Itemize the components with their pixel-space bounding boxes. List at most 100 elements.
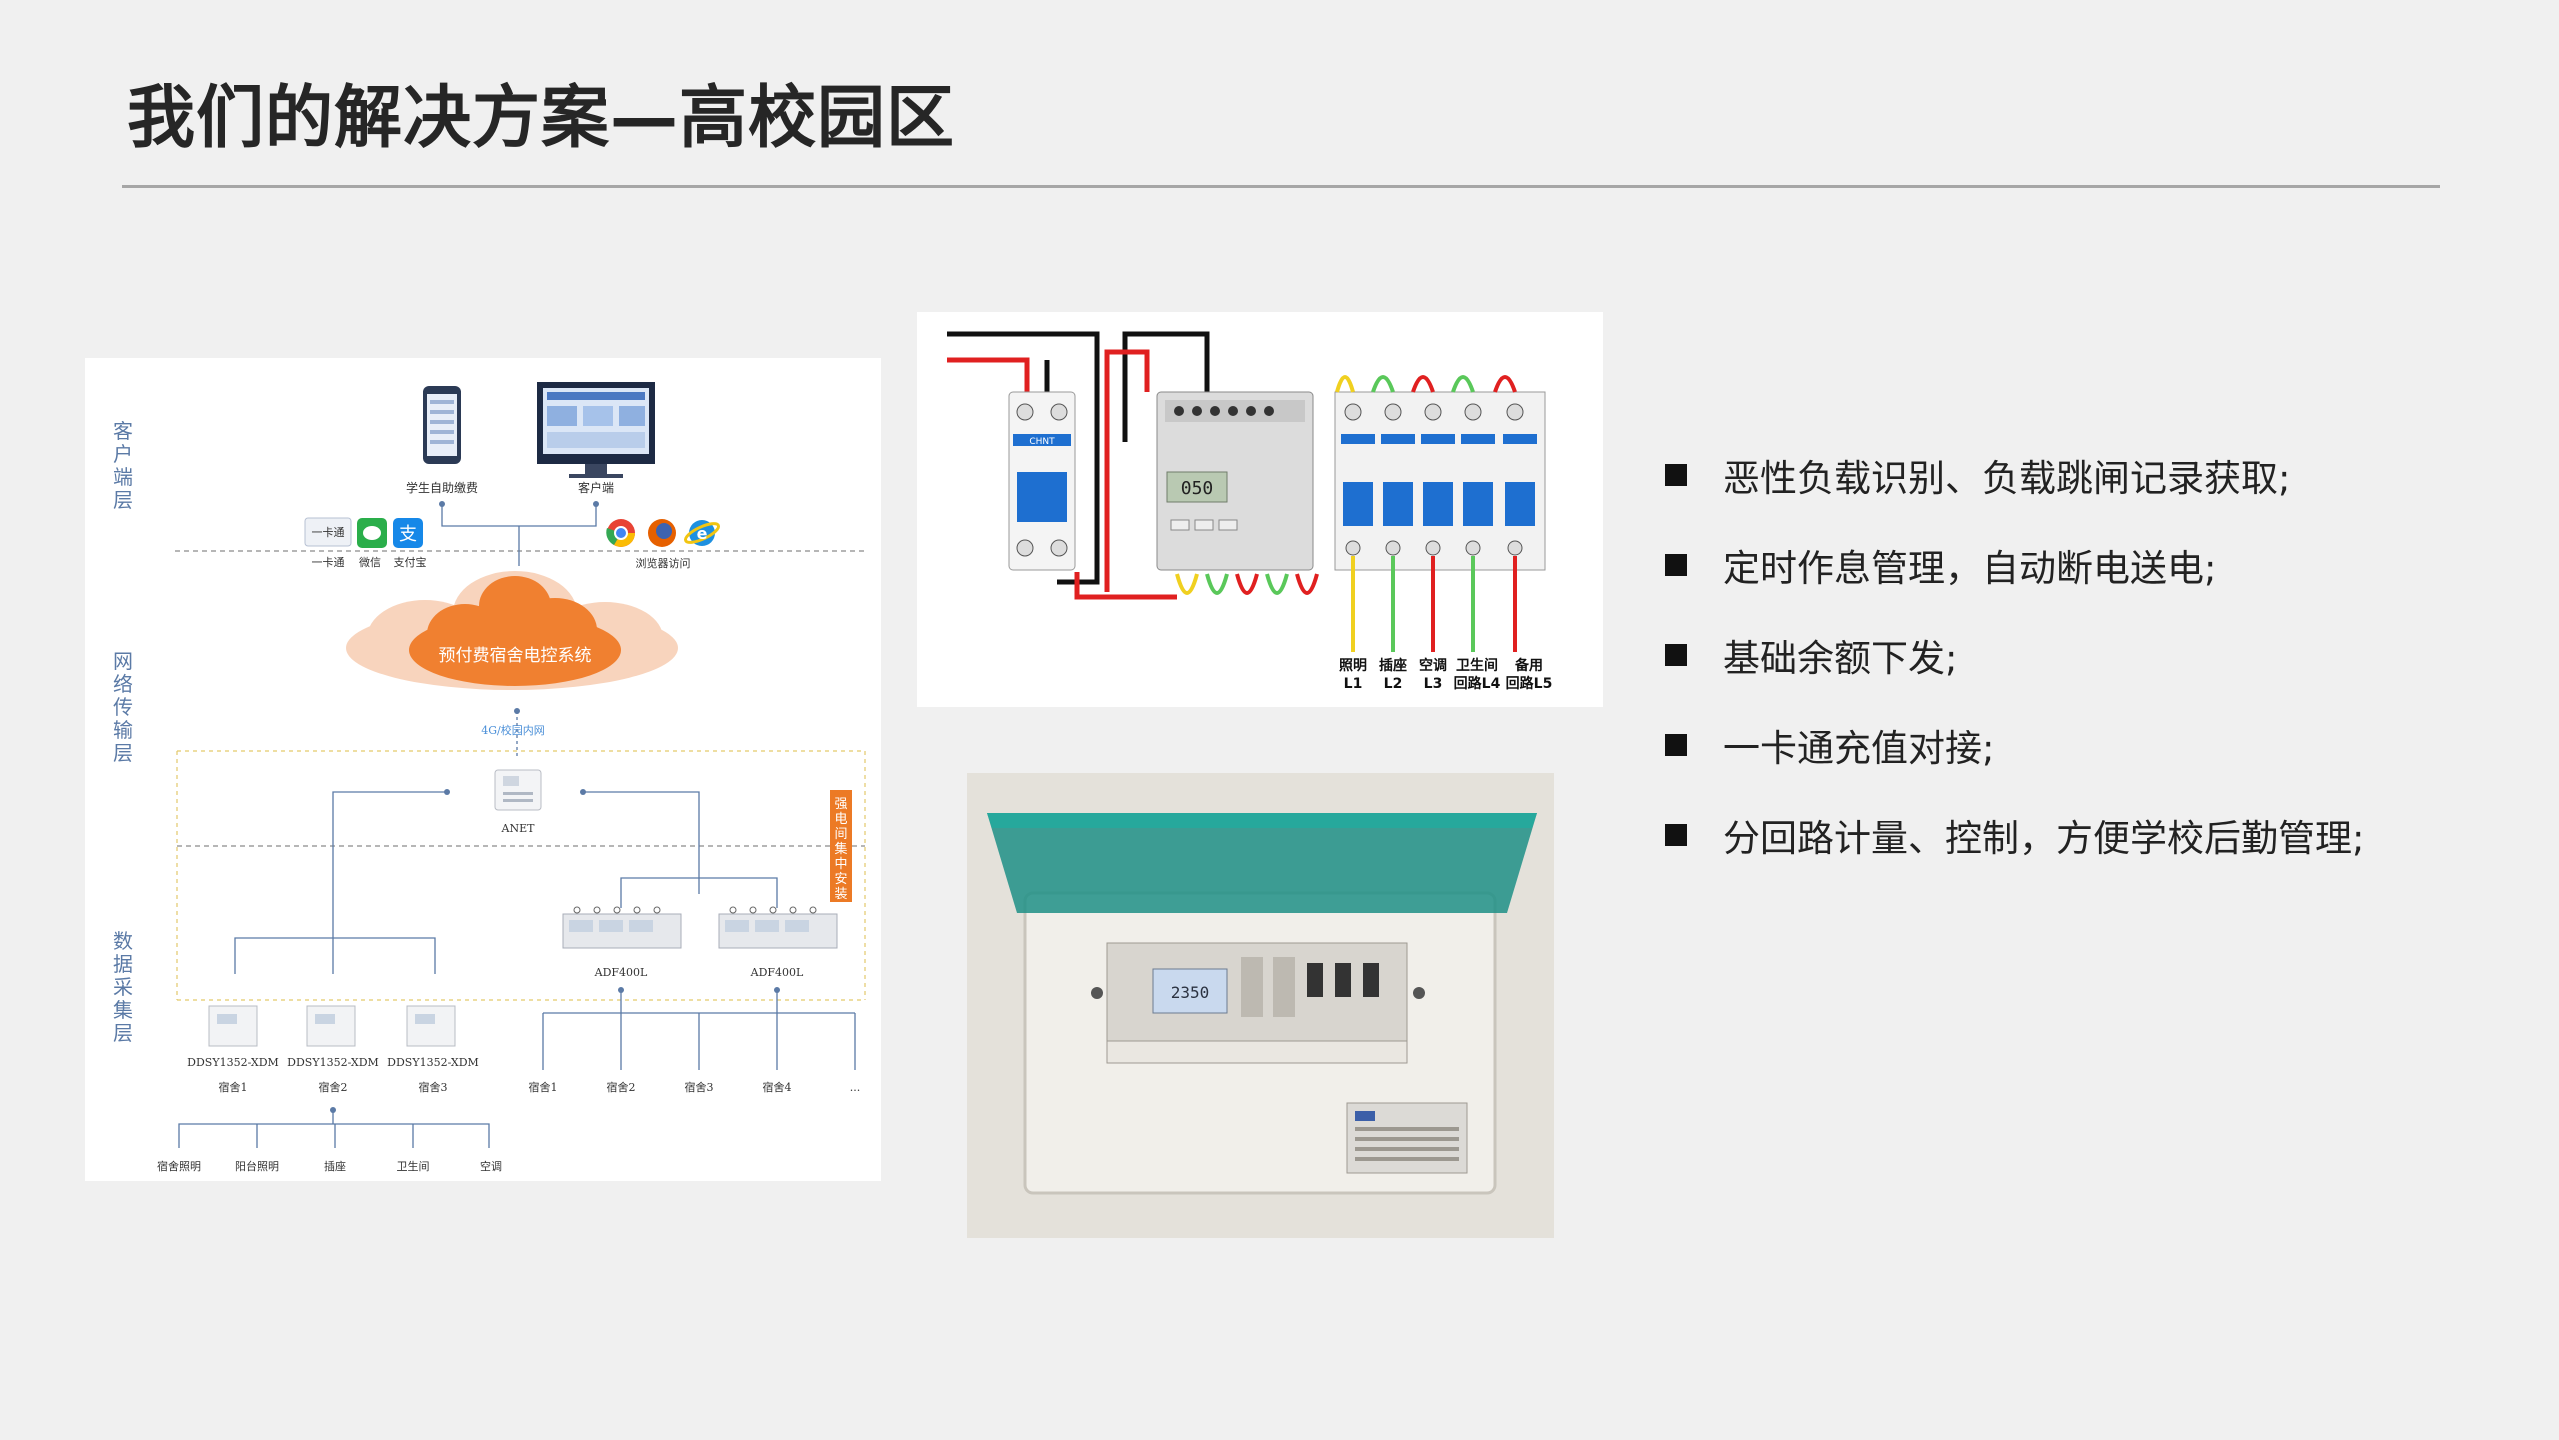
meter-display: 050 <box>1181 478 1214 499</box>
circuit-label-4: 卫生间 <box>397 1159 430 1173</box>
adf-label-1: ADF400L <box>594 966 648 979</box>
dorm-right-more: ... <box>850 1081 861 1094</box>
wiring-illustration: CHNT 050 <box>917 312 1603 707</box>
side-note: 强 电 间 集 中 安 装 <box>830 790 852 902</box>
dorm-right-2: 宿舍2 <box>607 1080 636 1094</box>
dorm-left-2: 宿舍2 <box>319 1080 348 1094</box>
cloud-label: 预付费宿舍电控系统 <box>439 646 592 666</box>
svg-text:传: 传 <box>113 695 133 719</box>
dorm-right-4: 宿舍4 <box>763 1080 792 1094</box>
desktop-label: 客户端 <box>578 480 614 495</box>
wechat-label: 微信 <box>359 555 381 569</box>
circuit-tag-5-name: 备用 <box>1514 657 1543 674</box>
circuit-label-5: 空调 <box>480 1159 502 1173</box>
square-bullet-icon <box>1665 464 1687 486</box>
svg-text:网: 网 <box>113 649 133 673</box>
square-bullet-icon <box>1665 554 1687 576</box>
svg-text:层: 层 <box>113 1021 133 1045</box>
feature-text: 基础余额下发; <box>1723 637 1958 680</box>
svg-text:络: 络 <box>113 672 133 696</box>
phone-icon <box>423 386 461 464</box>
card-label: 一卡通 <box>312 556 345 569</box>
feature-item: 基础余额下发; <box>1665 610 2545 700</box>
wechat-icon <box>357 518 387 548</box>
svg-text:间: 间 <box>834 827 847 842</box>
dorm-right-3: 宿舍3 <box>685 1080 714 1094</box>
browser-label: 浏览器访问 <box>636 556 691 570</box>
feature-text: 分回路计量、控制，方便学校后勤管理; <box>1723 817 2365 860</box>
architecture-diagram: 客 户 端 层 网 络 传 输 层 数 据 采 集 层 <box>85 358 881 1181</box>
svg-text:中: 中 <box>834 857 847 872</box>
dorm-left-1: 宿舍1 <box>219 1080 248 1094</box>
circuit-tag-2-code: L2 <box>1384 676 1403 692</box>
circuit-tag-4-code: 回路L4 <box>1454 675 1501 692</box>
mobile-label: 学生自助缴费 <box>406 480 478 495</box>
square-bullet-icon <box>1665 734 1687 756</box>
ddsy-label-2: DDSY1352-XDM <box>287 1056 379 1069</box>
layer-label-client: 客 户 端 层 <box>113 419 133 512</box>
main-breaker: CHNT <box>1008 391 1076 571</box>
ddsy-label-1: DDSY1352-XDM <box>187 1056 279 1069</box>
chrome-icon <box>606 519 635 547</box>
ddsy-meter-3 <box>406 1005 456 1047</box>
circuit-tag-3-name: 空调 <box>1419 657 1447 674</box>
svg-text:强: 强 <box>834 797 847 812</box>
svg-text:安: 安 <box>834 872 847 887</box>
feature-item: 恶性负载识别、负载跳闸记录获取; <box>1665 430 2545 520</box>
circuit-label-3: 插座 <box>324 1159 346 1173</box>
svg-text:数: 数 <box>113 929 133 953</box>
prepaid-meter: 050 <box>1156 391 1314 571</box>
adf-meter-2 <box>718 906 838 949</box>
svg-text:集: 集 <box>113 998 133 1022</box>
gateway-device <box>494 769 542 811</box>
feature-text: 恶性负载识别、负载跳闸记录获取; <box>1723 457 2291 500</box>
panel-display: 2350 <box>1171 983 1210 1002</box>
dorm-right-1: 宿舍1 <box>529 1080 558 1094</box>
title-divider <box>122 185 2440 188</box>
slide-title: 我们的解决方案—高校园区 <box>127 79 956 158</box>
circuit-tag-3-code: L3 <box>1424 676 1443 692</box>
adf-meter-1 <box>562 906 682 949</box>
adf-label-2: ADF400L <box>750 966 804 979</box>
alipay-icon: 支 <box>393 518 423 548</box>
svg-text:支: 支 <box>399 524 417 545</box>
layer-label-network: 网 络 传 输 层 <box>113 649 133 765</box>
svg-text:输: 输 <box>113 718 133 742</box>
svg-text:据: 据 <box>113 952 133 976</box>
circuit-tag-1-name: 照明 <box>1339 658 1367 674</box>
feature-item: 定时作息管理，自动断电送电; <box>1665 520 2545 610</box>
svg-text:集: 集 <box>834 841 847 857</box>
alipay-label: 支付宝 <box>394 555 427 569</box>
circuit-tag-4-name: 卫生间 <box>1456 657 1498 674</box>
svg-text:采: 采 <box>113 975 133 999</box>
monitor-icon <box>537 382 655 478</box>
ddsy-label-3: DDSY1352-XDM <box>387 1056 479 1069</box>
dorm-left-3: 宿舍3 <box>419 1080 448 1094</box>
svg-text:一卡通: 一卡通 <box>312 526 345 539</box>
card-icon: 一卡通 <box>304 517 352 547</box>
circuit-tag-2-name: 插座 <box>1379 657 1407 674</box>
network-label: 4G/校园内网 <box>481 723 545 737</box>
svg-text:层: 层 <box>113 741 133 765</box>
circuit-tag-5-code: 回路L5 <box>1506 675 1553 692</box>
circuit-label-1: 宿舍照明 <box>157 1159 201 1173</box>
feature-item: 分回路计量、控制，方便学校后勤管理; <box>1665 790 2545 880</box>
branch-breakers <box>1334 391 1546 571</box>
cloud-icon <box>346 571 678 690</box>
svg-text:CHNT: CHNT <box>1029 437 1055 447</box>
square-bullet-icon <box>1665 824 1687 846</box>
svg-text:层: 层 <box>113 488 133 512</box>
feature-item: 一卡通充值对接; <box>1665 700 2545 790</box>
layer-label-data: 数 据 采 集 层 <box>113 929 133 1045</box>
circuit-tag-1-code: L1 <box>1344 676 1363 692</box>
svg-text:户: 户 <box>113 442 133 466</box>
feature-list: 恶性负载识别、负载跳闸记录获取; 定时作息管理，自动断电送电; 基础余额下发; … <box>1665 430 2545 880</box>
svg-text:e: e <box>697 524 708 543</box>
firefox-icon <box>648 519 676 547</box>
ddsy-meter-1 <box>208 1005 258 1047</box>
ie-icon: e <box>683 520 721 546</box>
distribution-box-photo: 2350 <box>967 773 1554 1238</box>
svg-text:客: 客 <box>113 419 133 443</box>
feature-text: 一卡通充值对接; <box>1723 727 1995 770</box>
ddsy-meter-2 <box>306 1005 356 1047</box>
